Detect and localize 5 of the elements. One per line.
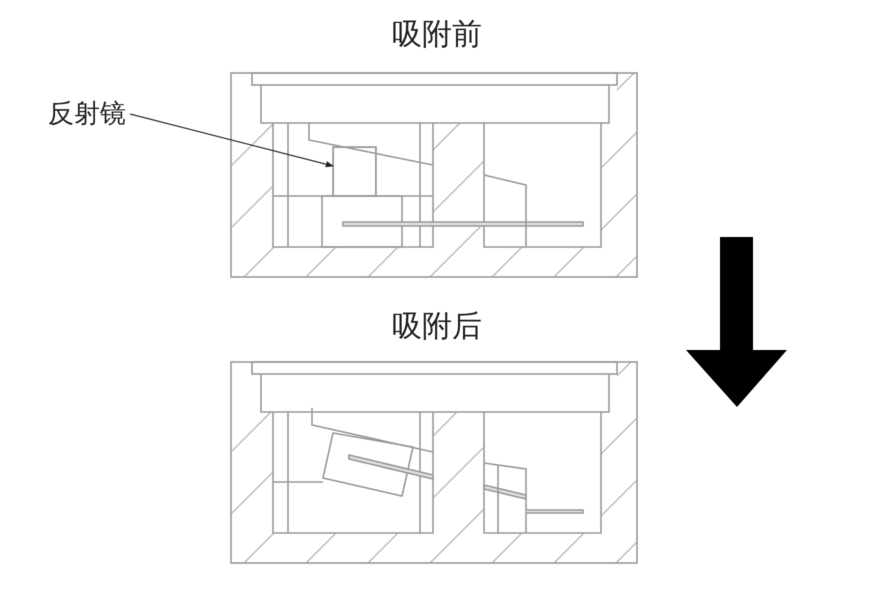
panel-title: 吸附前 (392, 20, 482, 50)
leader-line (130, 113, 334, 168)
mirror-part (333, 147, 376, 196)
panel-title: 吸附后 (392, 312, 482, 342)
callout-label: 反射镜 (48, 98, 126, 130)
